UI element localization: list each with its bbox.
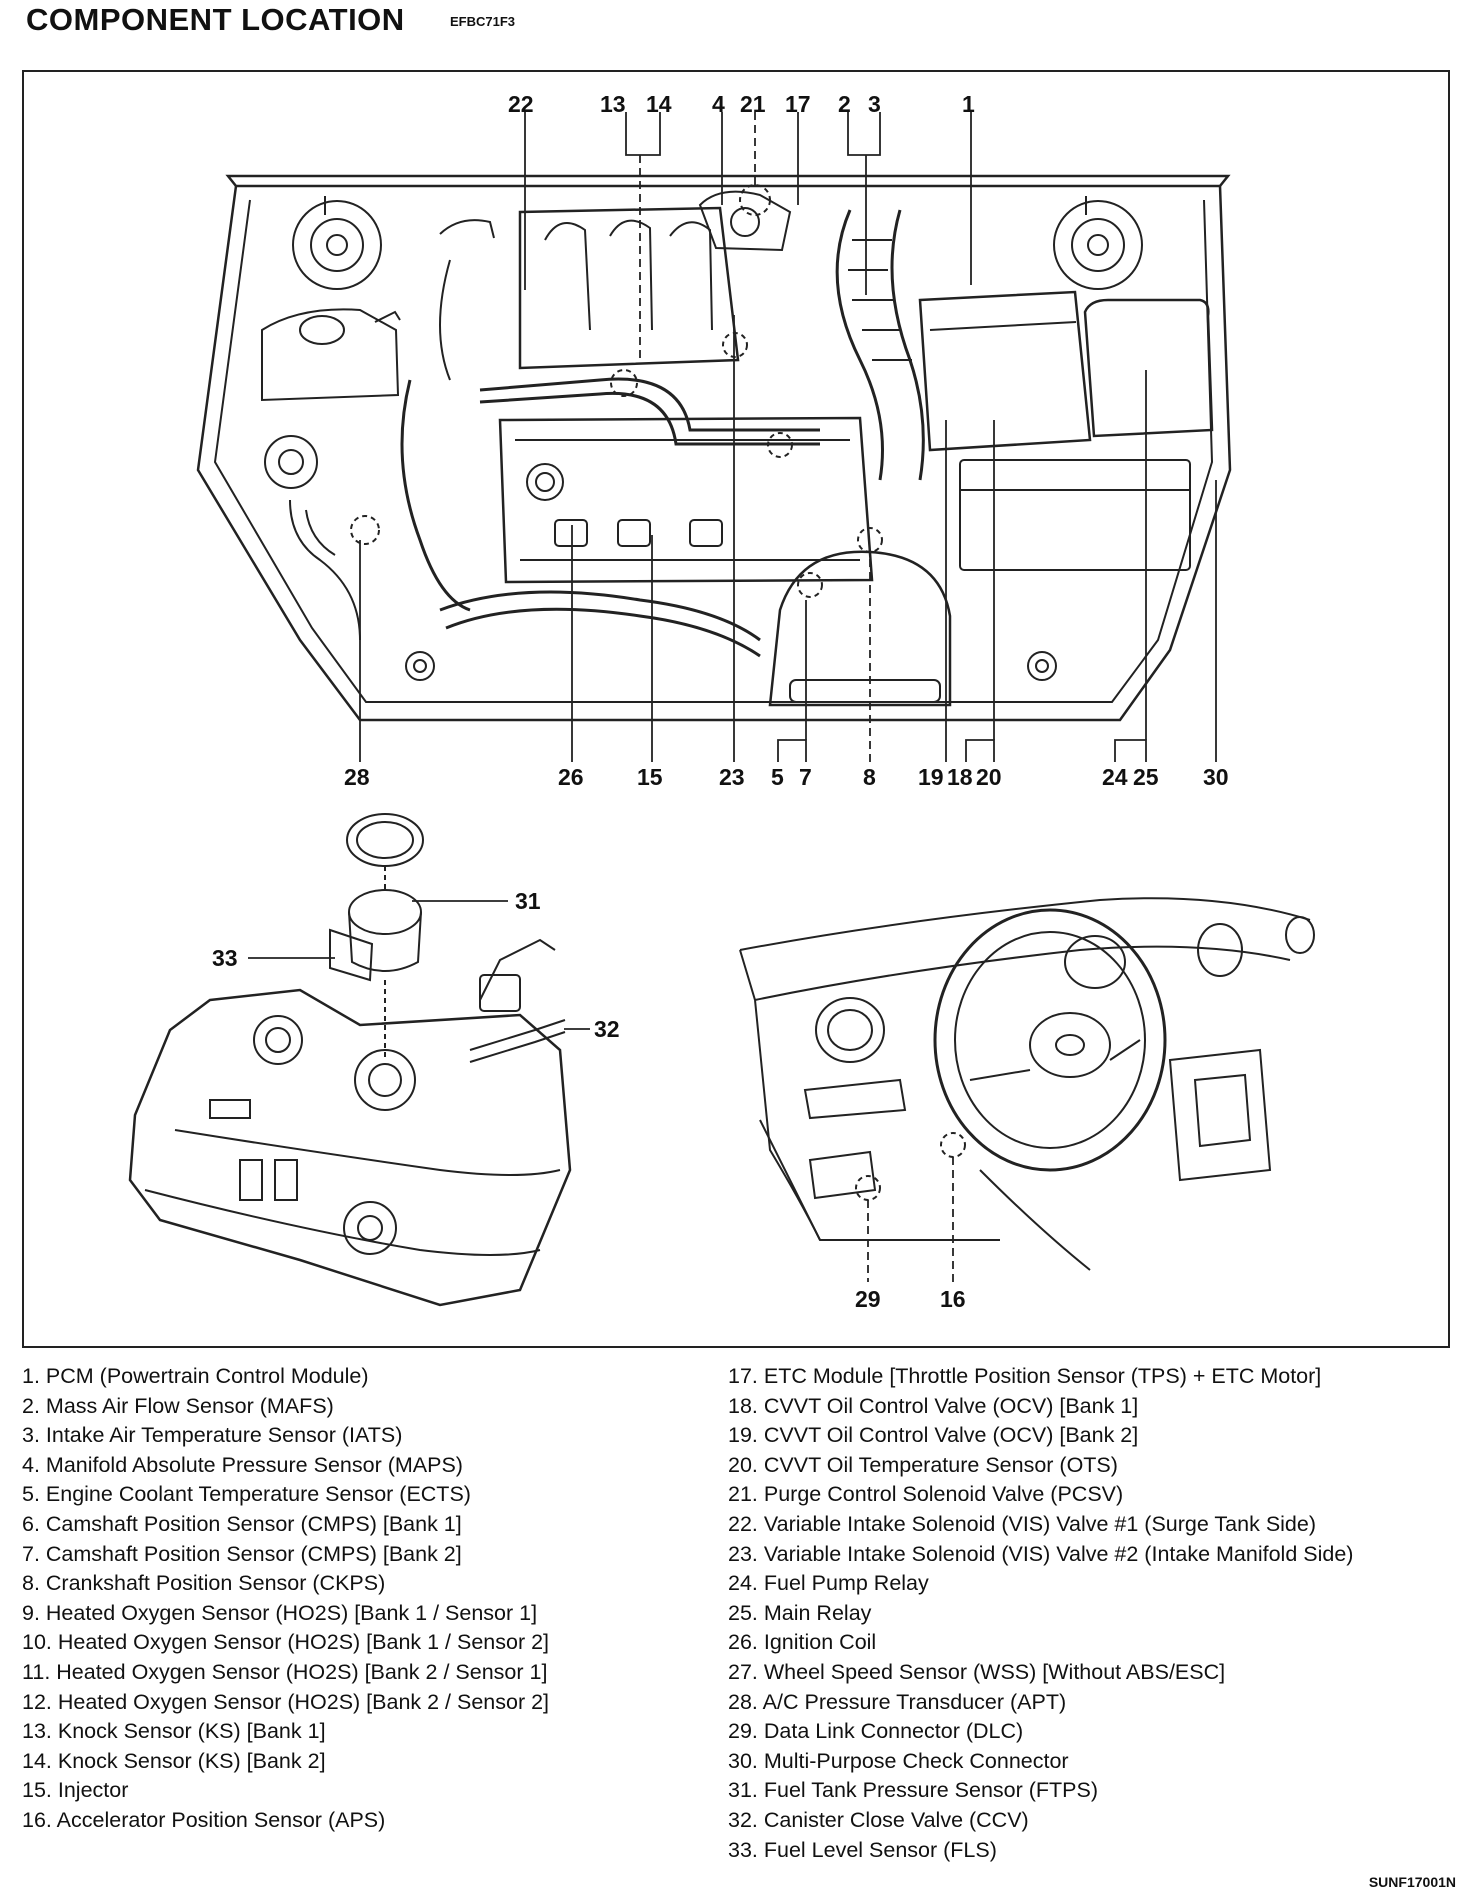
diagram-frame [22, 70, 1450, 1348]
legend-item: 12. Heated Oxygen Sensor (HO2S) [Bank 2 … [22, 1689, 550, 1714]
document-code: EFBC71F3 [450, 14, 516, 29]
fuel-tank-illustration [128, 813, 572, 1307]
legend-item: 24. Fuel Pump Relay [728, 1571, 929, 1596]
legend-left: 1. PCM (Powertrain Control Module) 2. Ma… [22, 1362, 549, 1836]
legend-item: 25. Main Relay [728, 1600, 872, 1625]
callout-30: 30 [1203, 764, 1229, 790]
legend-item: 22. Variable Intake Solenoid (VIS) Valve… [728, 1511, 1317, 1536]
component-diagram: 22 13 14 4 21 17 2 3 1 28 26 15 23 5 7 8… [128, 91, 1315, 1312]
callout-33: 33 [212, 945, 238, 971]
callout-25: 25 [1133, 764, 1159, 790]
callout-32: 32 [594, 1016, 620, 1042]
callout-24: 24 [1102, 764, 1128, 790]
callout-16: 16 [940, 1286, 966, 1312]
legend-item: 21. Purge Control Solenoid Valve (PCSV) [728, 1482, 1124, 1507]
engine-leader-lines [359, 112, 1217, 762]
legend-item: 31. Fuel Tank Pressure Sensor (FTPS) [728, 1778, 1099, 1803]
callout-15: 15 [637, 764, 663, 790]
legend-item: 9. Heated Oxygen Sensor (HO2S) [Bank 1 /… [22, 1600, 538, 1625]
callout-4: 4 [712, 91, 725, 117]
callout-1: 1 [962, 91, 975, 117]
legend-right: 17. ETC Module [Throttle Position Sensor… [728, 1362, 1353, 1865]
callout-21: 21 [740, 91, 766, 117]
legend-item: 30. Multi-Purpose Check Connector [728, 1748, 1069, 1773]
legend-item: 20. CVVT Oil Temperature Sensor (OTS) [728, 1452, 1118, 1477]
legend-item: 33. Fuel Level Sensor (FLS) [728, 1837, 997, 1862]
callout-26: 26 [558, 764, 584, 790]
legend-item: 1. PCM (Powertrain Control Module) [22, 1364, 369, 1388]
legend-item: 16. Accelerator Position Sensor (APS) [22, 1807, 386, 1832]
dashboard-illustration [739, 897, 1315, 1271]
legend-item: 7. Camshaft Position Sensor (CMPS) [Bank… [22, 1541, 462, 1566]
legend-item: 28. A/C Pressure Transducer (APT) [728, 1689, 1067, 1714]
legend-item: 14. Knock Sensor (KS) [Bank 2] [22, 1748, 326, 1773]
callout-29: 29 [855, 1286, 881, 1312]
engine-bottom-callouts: 28 26 15 23 5 7 8 19 18 20 24 25 30 [344, 764, 1229, 790]
callout-22: 22 [508, 91, 534, 117]
legend-item: 13. Knock Sensor (KS) [Bank 1] [22, 1719, 326, 1744]
legend-item: 27. Wheel Speed Sensor (WSS) [Without AB… [728, 1659, 1226, 1684]
callout-8: 8 [863, 764, 876, 790]
callout-18: 18 [947, 764, 973, 790]
callout-23: 23 [719, 764, 745, 790]
fuel-tank-callouts: 31 33 32 [212, 888, 620, 1042]
legend-item: 3. Intake Air Temperature Sensor (IATS) [22, 1423, 403, 1448]
callout-17: 17 [785, 91, 811, 117]
legend-item: 26. Ignition Coil [728, 1630, 877, 1655]
callout-19: 19 [918, 764, 944, 790]
legend-item: 32. Canister Close Valve (CCV) [728, 1807, 1029, 1832]
legend-item: 18. CVVT Oil Control Valve (OCV) [Bank 1… [728, 1393, 1139, 1418]
engine-bay-illustration [196, 174, 1232, 722]
legend-item: 5. Engine Coolant Temperature Sensor (EC… [22, 1482, 471, 1507]
dashboard-leader-lines [867, 1157, 954, 1282]
fuel-tank-leader-lines [248, 900, 590, 1030]
legend-item: 23. Variable Intake Solenoid (VIS) Valve… [728, 1541, 1354, 1566]
legend-item: 19. CVVT Oil Control Valve (OCV) [Bank 2… [728, 1423, 1139, 1448]
engine-top-callouts: 22 13 14 4 21 17 2 3 1 [508, 91, 975, 117]
legend-item: 6. Camshaft Position Sensor (CMPS) [Bank… [22, 1511, 462, 1536]
callout-14: 14 [646, 91, 672, 117]
callout-20: 20 [976, 764, 1002, 790]
callout-7: 7 [799, 764, 812, 790]
footer-code: SUNF17001N [1368, 1874, 1456, 1890]
page-title: COMPONENT LOCATION [26, 2, 405, 37]
callout-2: 2 [838, 91, 851, 117]
legend-item: 4. Manifold Absolute Pressure Sensor (MA… [22, 1452, 463, 1477]
legend-item: 17. ETC Module [Throttle Position Sensor… [728, 1364, 1322, 1388]
dashboard-callouts: 29 16 [855, 1286, 966, 1312]
legend-item: 8. Crankshaft Position Sensor (CKPS) [22, 1571, 386, 1596]
callout-3: 3 [868, 91, 881, 117]
legend-item: 15. Injector [22, 1778, 129, 1803]
callout-5: 5 [771, 764, 784, 790]
legend-item: 29. Data Link Connector (DLC) [728, 1719, 1024, 1744]
callout-13: 13 [600, 91, 626, 117]
legend-item: 10. Heated Oxygen Sensor (HO2S) [Bank 1 … [22, 1630, 550, 1655]
callout-31: 31 [515, 888, 541, 914]
legend-item: 2. Mass Air Flow Sensor (MAFS) [22, 1393, 334, 1418]
legend-item: 11. Heated Oxygen Sensor (HO2S) [Bank 2 … [22, 1659, 548, 1684]
callout-28: 28 [344, 764, 370, 790]
